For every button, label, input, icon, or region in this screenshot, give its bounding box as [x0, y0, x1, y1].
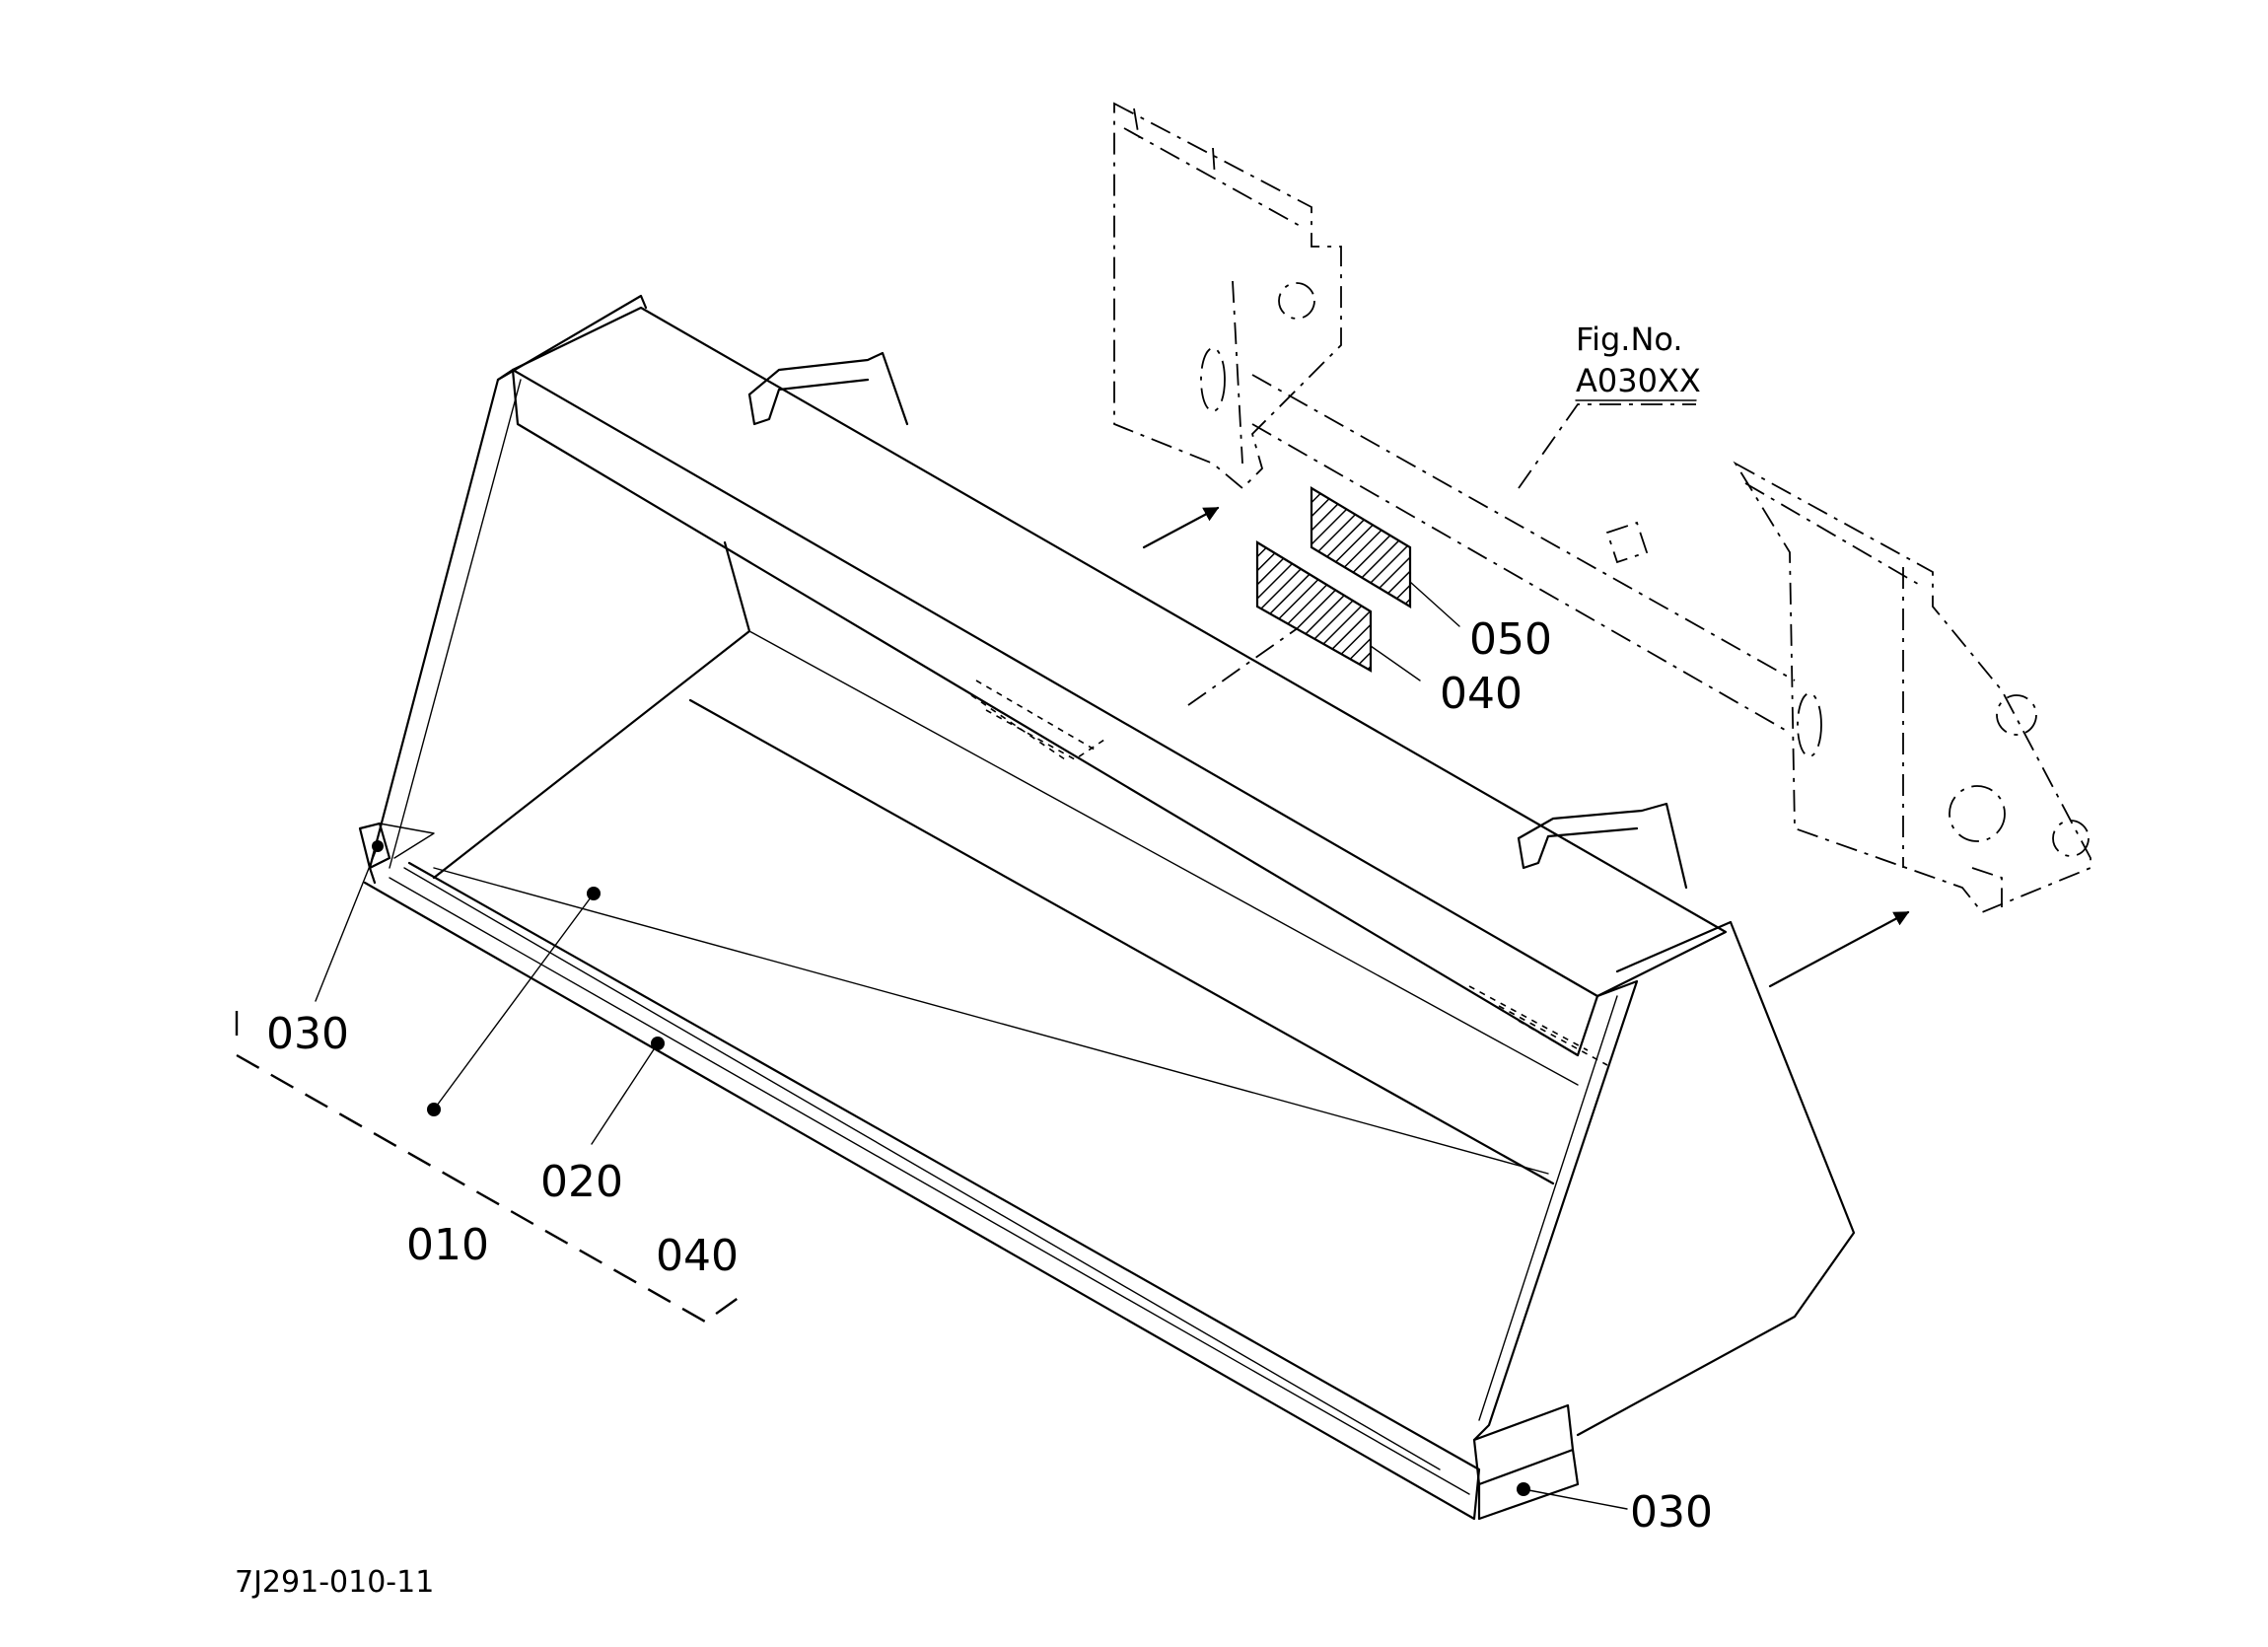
attach-arrow-right	[1768, 910, 1910, 988]
label-030-left: 030	[266, 1009, 349, 1059]
fig-ref-line1: Fig.No.	[1576, 321, 1683, 358]
label-010: 010	[406, 1220, 489, 1270]
quick-attach-frame	[1113, 102, 2091, 914]
attach-arrow-left	[1142, 506, 1220, 549]
decal-050	[1310, 486, 1412, 609]
drawing-code: 7J291-010-11	[235, 1565, 434, 1600]
fig-ref-line2: A030XX	[1576, 362, 1701, 399]
label-020: 020	[540, 1157, 623, 1207]
label-030-right: 030	[1630, 1487, 1713, 1538]
leader-lines	[235, 840, 1628, 1510]
decal-040	[1255, 540, 1373, 673]
label-050: 050	[1469, 614, 1552, 665]
bucket	[358, 294, 1856, 1521]
label-040-decal: 040	[1440, 669, 1523, 719]
label-040-group: 040	[656, 1231, 739, 1281]
